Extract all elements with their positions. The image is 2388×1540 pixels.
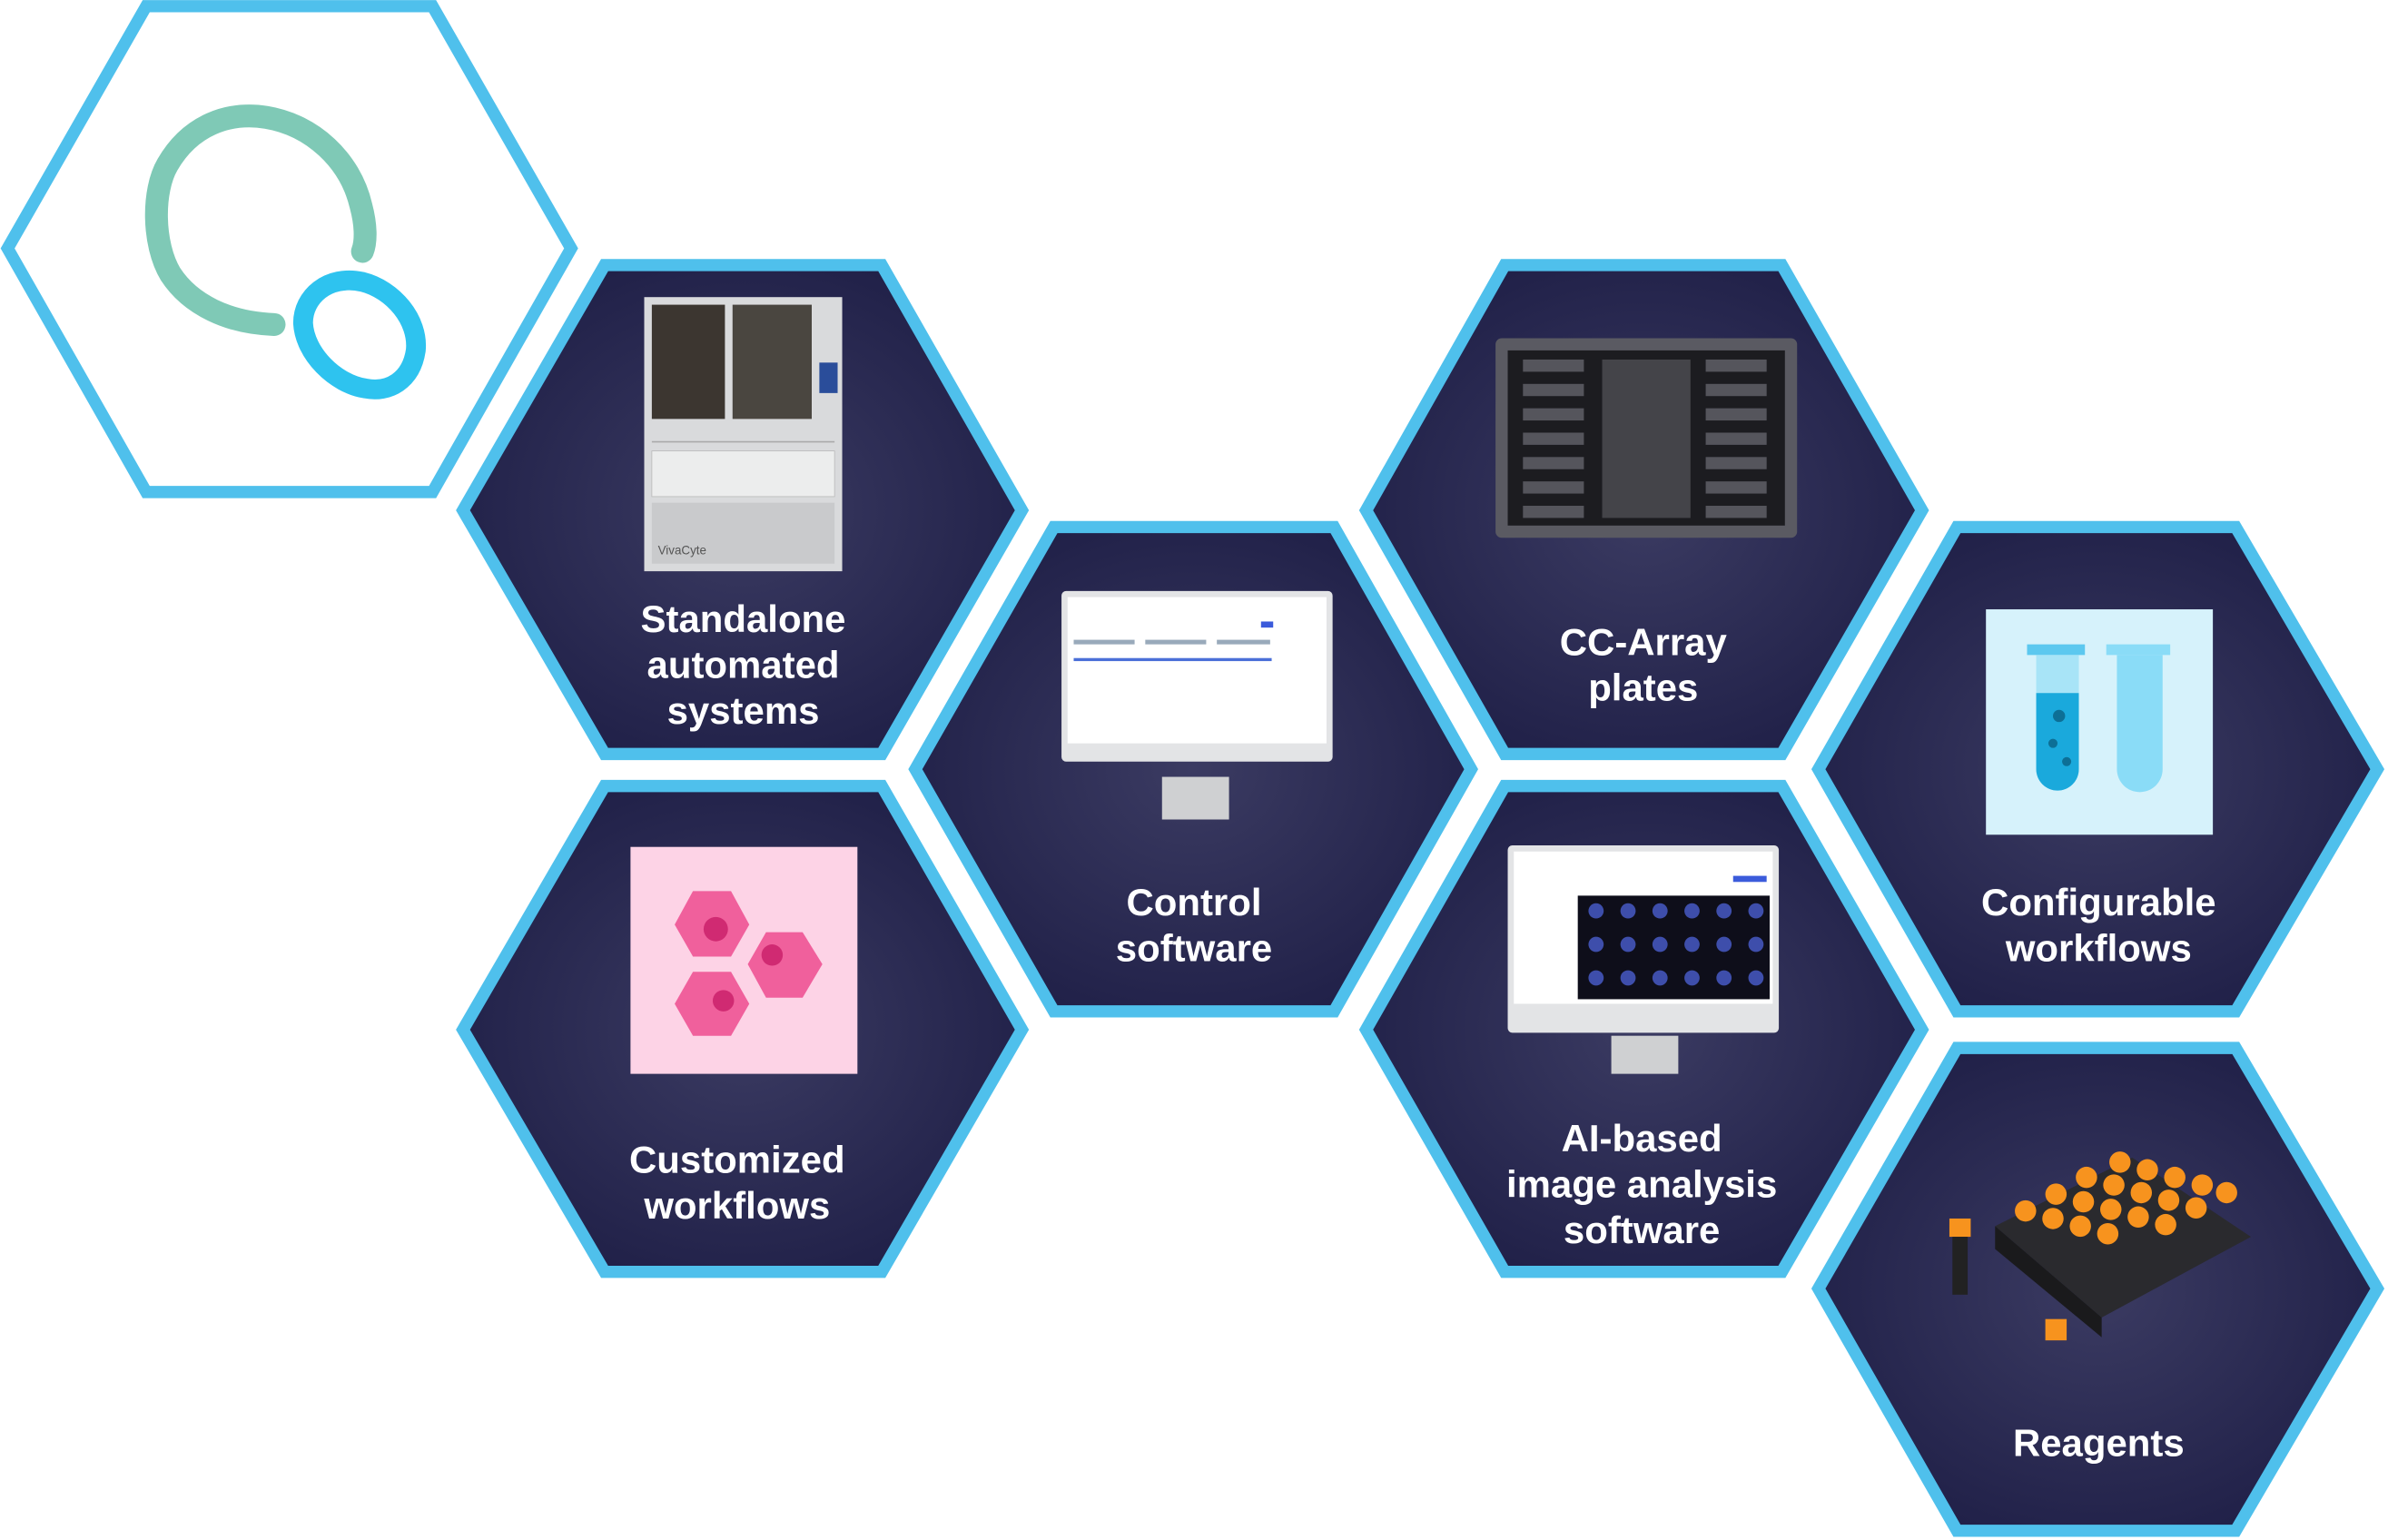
tile-label-line: image analysis	[1506, 1162, 1777, 1205]
svg-text:Reagents: Reagents	[2013, 1422, 2185, 1465]
logo-green-arc	[144, 104, 377, 336]
test-tubes-icon	[1986, 609, 2214, 835]
tile-label-line: software	[1564, 1209, 1720, 1251]
tile-label-line: Control	[1126, 881, 1261, 923]
automated-system-image: VivaCyte	[644, 297, 843, 572]
analysis-monitor-image	[1507, 845, 1780, 1074]
monitor-image	[1061, 590, 1333, 820]
tile-label-line: systems	[667, 689, 820, 732]
tile-label-line: Configurable	[1981, 881, 2216, 923]
machine-brand: VivaCyte	[658, 544, 706, 558]
tile-label-line: Standalone	[641, 597, 846, 640]
cells-icon	[630, 846, 858, 1074]
tile-label-line: AI-based	[1562, 1117, 1722, 1160]
tile-label-line: Reagents	[2013, 1422, 2185, 1465]
tile-label-line: plates	[1588, 666, 1698, 709]
tile-label-line: automated	[647, 644, 840, 686]
tile-label-line: Customized	[629, 1139, 845, 1181]
tile-reagents[interactable]: Reagents	[1811, 1041, 2385, 1537]
plate-image	[1495, 338, 1798, 538]
logo-blue-circle	[292, 271, 426, 400]
logo-hex	[0, 0, 578, 499]
reagent-rack-image	[1949, 1151, 2252, 1341]
tile-label-line: workflows	[643, 1184, 830, 1227]
tile-label-line: CC-Array	[1560, 620, 1728, 663]
tile-label-line: workflows	[2005, 927, 2192, 970]
tile-label-line: software	[1116, 927, 1272, 970]
